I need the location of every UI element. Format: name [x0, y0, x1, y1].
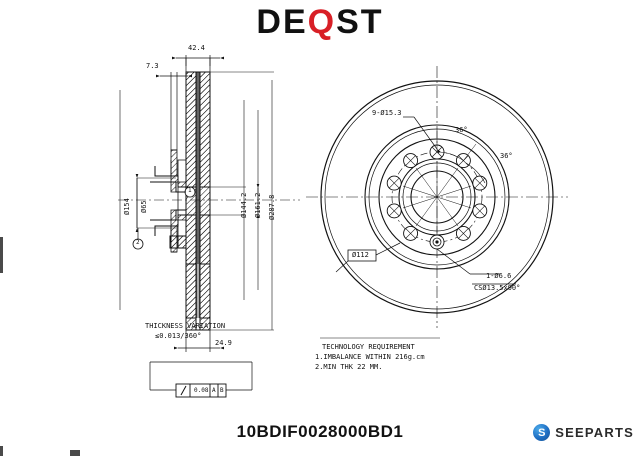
seeparts-circle-icon	[533, 424, 551, 441]
callout-bolt-holes: 9-Ø15.3	[372, 109, 402, 117]
balloon-label-2: 2	[136, 239, 140, 246]
part-number: 10BDIF0028000BD1	[236, 422, 404, 441]
dim-hub-face-offset: 24.9	[215, 339, 232, 347]
note-thickness-variation-title: THICKNESS VARIATION	[145, 322, 226, 330]
technology-requirement-item-2: 2.MIN THK 22 MM.	[315, 363, 383, 371]
logo-text-prefix: DE	[256, 3, 308, 41]
callout-locating-hole-dia: 1-Ø6.6	[486, 272, 512, 280]
section-view-outline	[150, 71, 211, 331]
technology-requirement-item-1: 1.IMBALANCE WITHIN 216g.cm	[315, 353, 425, 361]
note-thickness-variation-value: ≤0.013/360°	[155, 332, 202, 340]
fcf-datum-b: B	[220, 387, 224, 394]
fcf-datum-a: A	[212, 387, 216, 394]
face-view-geometry	[306, 66, 568, 328]
callout-angle-2: 36°	[500, 152, 513, 160]
callout-bolt-circle: Ø112	[352, 251, 369, 259]
dim-inner-friction-dia: Ø144.2	[240, 192, 248, 218]
dim-full-disc-dia: Ø287.8	[268, 194, 276, 220]
deqst-logo: DEQST	[0, 2, 640, 42]
logo-q-mark: Q	[308, 2, 336, 42]
face-view-radial-vanes	[402, 161, 472, 233]
dim-hat-thickness: 7.3	[146, 62, 159, 70]
callout-angle-1: 36°	[455, 126, 468, 134]
balloon-label-1: 1	[188, 187, 192, 194]
fcf-tolerance-value: 0.08	[194, 387, 209, 394]
seeparts-logo: SEEPARTS	[533, 424, 634, 441]
countersunk-hole	[429, 234, 445, 250]
seeparts-wordmark: SEEPARTS	[555, 425, 634, 440]
face-view-bolt-holes	[386, 144, 488, 250]
logo-text-suffix: ST	[336, 3, 384, 41]
logo-text-q: Q	[307, 3, 337, 41]
dim-outer-diameter: Ø154	[123, 198, 131, 215]
dim-mid-dia: Ø161.2	[254, 192, 262, 218]
callout-locating-hole-cs: CSØ13.5x90°	[474, 284, 521, 292]
dim-center-bore: Ø65	[140, 200, 148, 213]
technology-requirement-heading: TECHNOLOGY REQUIREMENT	[322, 343, 415, 351]
dim-overall-thickness: 42.4	[188, 44, 205, 52]
